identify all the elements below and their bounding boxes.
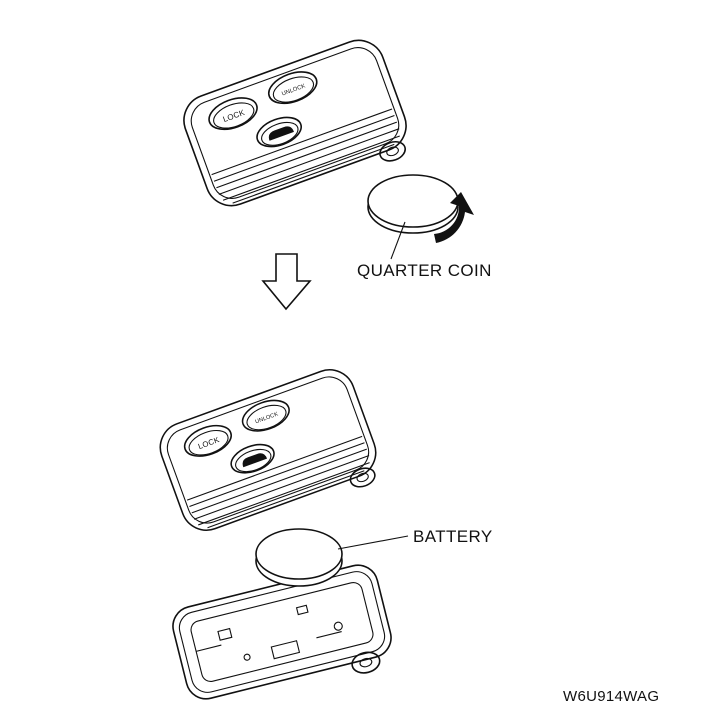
quarter-coin [367,174,459,234]
quarter-coin-label: QUARTER COIN [357,261,492,280]
keyring-loop-icon [351,651,381,674]
case-floor [190,581,374,683]
case-interior-details [195,604,343,661]
case-outline [172,564,392,700]
figure-code: W6U914WAG [563,688,659,705]
battery-label: BATTERY [413,527,493,546]
down-arrow-icon [261,253,312,311]
battery-leader-line [337,535,409,550]
case-rim [178,571,386,693]
battery-case-bottom [172,564,392,700]
quarter-coin-leader-line [390,221,406,260]
battery [255,528,343,587]
remote-transmitter-bottom [152,361,388,549]
rotate-coin-arrow-icon [434,192,474,243]
